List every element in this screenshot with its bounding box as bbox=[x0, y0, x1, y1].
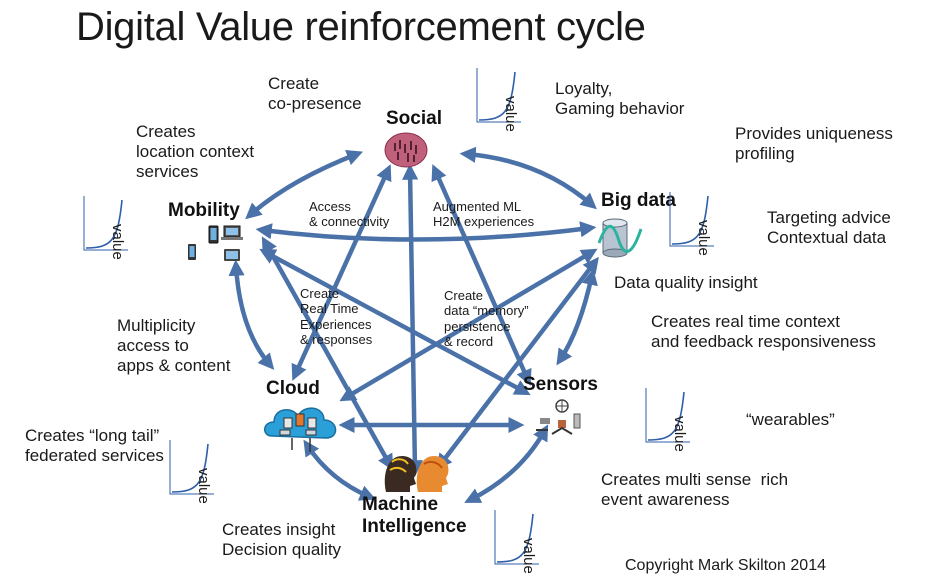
value-label: value bbox=[502, 96, 519, 132]
value-label: value bbox=[695, 220, 712, 256]
people-cluster-icon bbox=[384, 132, 428, 168]
annotation-uniqueness: Provides uniqueness profiling bbox=[735, 124, 893, 164]
inner-label-memory: Create data “memory” persistence & recor… bbox=[444, 288, 529, 349]
value-curve-big-data: value bbox=[668, 190, 724, 256]
page-title: Digital Value reinforcement cycle bbox=[76, 5, 646, 49]
annotation-multisense: Creates multi sense rich event awareness bbox=[601, 470, 789, 510]
copyright-text: Copyright Mark Skilton 2014 bbox=[625, 557, 826, 574]
arrow-bigdata-machine bbox=[436, 256, 599, 471]
mobile-devices-icon bbox=[188, 225, 243, 261]
arrow-mobility-cloud bbox=[228, 259, 275, 370]
inner-label-augmented: Augmented ML H2M experiences bbox=[433, 199, 535, 230]
node-big-data: Big data bbox=[601, 190, 676, 211]
value-curve-social: value bbox=[475, 66, 531, 132]
brain-heads-icon bbox=[384, 456, 449, 492]
annotation-loyalty: Loyalty, Gaming behavior bbox=[555, 79, 685, 119]
value-curve-mobility: value bbox=[82, 194, 138, 260]
annotation-realtime-context: Creates real time context and feedback r… bbox=[651, 312, 876, 352]
node-cloud: Cloud bbox=[266, 378, 320, 399]
value-curve-sensors: value bbox=[644, 386, 700, 452]
annotation-location: Creates location context services bbox=[136, 122, 255, 182]
annotation-wearables: “wearables” bbox=[746, 410, 835, 429]
value-label: value bbox=[520, 538, 537, 574]
sensor-gadgets-icon bbox=[536, 399, 581, 435]
annotation-data-quality: Data quality insight bbox=[614, 273, 758, 292]
arrow-social-bigdata bbox=[459, 146, 597, 210]
value-curve-cloud: value bbox=[168, 438, 224, 504]
node-social: Social bbox=[386, 108, 442, 129]
inner-label-realtime-experiences: Create Real Time Experiences & responses bbox=[300, 286, 373, 347]
arrow-mobility-bigdata bbox=[255, 221, 597, 242]
annotation-create-copresence: Create co-presence bbox=[268, 74, 362, 114]
node-mobility: Mobility bbox=[168, 200, 240, 221]
value-curve-machine-intelligence: value bbox=[493, 508, 549, 574]
value-label: value bbox=[195, 468, 212, 504]
annotation-insight: Creates insight Decision quality bbox=[222, 520, 342, 560]
annotation-long-tail: Creates “long tail” federated services bbox=[25, 426, 164, 466]
value-label: value bbox=[109, 224, 126, 260]
annotation-multiplicity: Multiplicity access to apps & content bbox=[117, 316, 231, 376]
inner-label-access: Access & connectivity bbox=[309, 199, 390, 230]
cloud-servers-icon bbox=[264, 407, 337, 452]
node-sensors: Sensors bbox=[523, 374, 598, 395]
value-label: value bbox=[671, 416, 688, 452]
database-cylinder-icon bbox=[597, 218, 643, 258]
annotation-targeting: Targeting advice Contextual data bbox=[767, 208, 891, 248]
node-machine-intelligence: Machine Intelligence bbox=[362, 494, 467, 538]
